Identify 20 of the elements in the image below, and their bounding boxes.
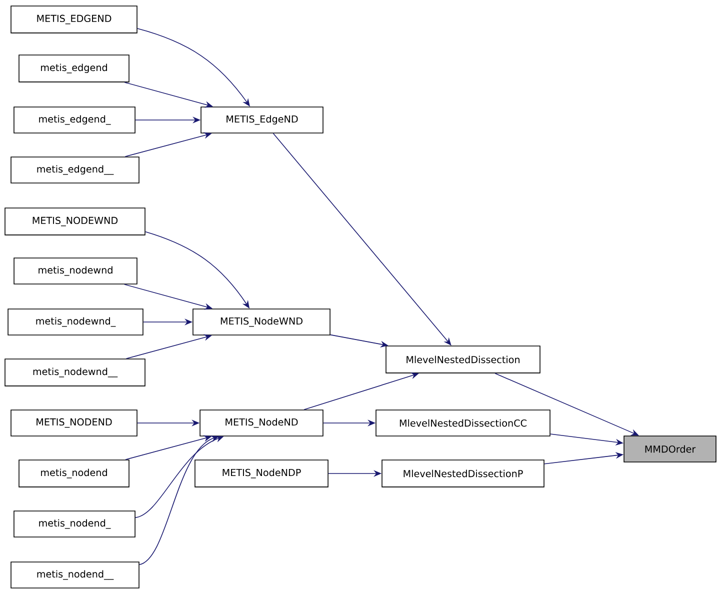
function-box: METIS_EDGEND [10, 6, 138, 34]
function-box: metis_edgend__ [10, 156, 140, 184]
function-box: MMDOrder [624, 436, 716, 462]
function-box: METIS_EdgeND [200, 106, 324, 134]
function-box: metis_edgend [18, 54, 130, 82]
function-box: metis_edgend_ [14, 106, 136, 134]
function-box: metis_nodend [18, 460, 130, 488]
function-box: MlevelNestedDissectionP [382, 460, 544, 488]
function-box: METIS_NodeND [200, 410, 324, 436]
function-box: MlevelNestedDissectionCC [376, 410, 550, 436]
function-box: metis_nodewnd__ [4, 358, 146, 386]
function-box: METIS_NodeNDP [194, 460, 328, 488]
function-box: METIS_NODEWND [4, 208, 146, 236]
function-box: metis_nodend_ [14, 510, 136, 538]
function-box: MlevelNestedDissection [386, 346, 540, 374]
function-box: METIS_NodeWND [192, 308, 330, 336]
function-box: metis_nodewnd [14, 258, 138, 284]
function-box: metis_nodend__ [10, 562, 140, 588]
function-box: metis_nodewnd_ [8, 308, 144, 336]
function-box: METIS_NODEND [10, 410, 138, 436]
